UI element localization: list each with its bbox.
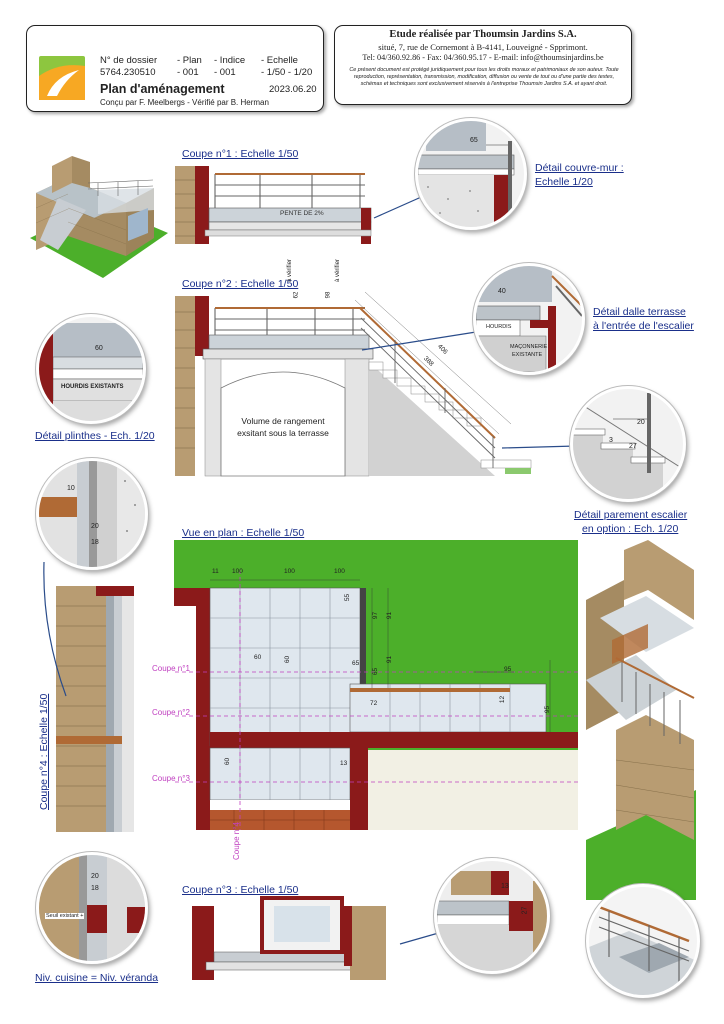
plan-dim-12: 12 xyxy=(499,695,507,704)
echelle-value: - 1/50 - 1/20 xyxy=(261,67,313,78)
coupe4-dim-18: 18 xyxy=(91,539,99,546)
plinthe-hourdis: HOURDIS EXISTANTS xyxy=(61,384,124,390)
title-block: N° de dossier 5764.230510 - Plan - 001 -… xyxy=(26,25,324,112)
company-logo xyxy=(39,56,85,100)
plinthe-dim-60: 60 xyxy=(95,345,103,352)
arrow-coupe3 xyxy=(399,931,443,945)
iso-view-terrace xyxy=(28,138,168,278)
plan-dim-60b: 60 xyxy=(284,655,292,664)
parement-dim-27: 27 xyxy=(629,443,637,450)
parement-dim-3: 3 xyxy=(609,437,613,444)
coupe4-dim-10: 10 xyxy=(67,485,75,492)
plan-dim-91a: 91 xyxy=(386,611,394,620)
company-address: situé, 7, rue de Cornemont à B-4141, Lou… xyxy=(378,42,588,52)
detail-plinthes-title: Détail plinthes - Ech. 1/20 xyxy=(35,430,155,442)
dalle-hourdis: HOURDIS xyxy=(486,324,512,330)
volume-label-1: Volume de rangement xyxy=(241,416,325,426)
coupe2-title: Coupe n°2 : Echelle 1/50 xyxy=(182,278,299,290)
coupe4-title: Coupe n°4 : Echelle 1/50 xyxy=(38,693,50,810)
plan-date: 2023.06.20 xyxy=(269,84,317,95)
niv-cuisine-label: Niv. cuisine = Niv. véranda xyxy=(35,972,159,984)
coupe2-section: Volume de rangement exsitant sous la ter… xyxy=(175,259,535,478)
seuil-label: Seuil existant + xyxy=(45,913,85,919)
plan-dim-60c: 60 xyxy=(224,757,232,766)
coupe-n4-marker: Coupe n°4 xyxy=(232,822,241,860)
plan-dim-97: 97 xyxy=(372,611,380,620)
detail-parement-circle: 20 3 27 xyxy=(570,386,686,502)
detail-railing-circle xyxy=(586,884,700,998)
coupe4-dim-20: 20 xyxy=(91,523,99,530)
detail-couvre-mur-circle: 65 xyxy=(415,118,527,230)
plan-dim-13: 13 xyxy=(340,760,348,767)
couvre-mur-dim: 65 xyxy=(470,137,478,144)
plan-dim-100a: 100 xyxy=(232,568,243,575)
arrow-parement xyxy=(501,445,577,449)
plan-dim-95b: 95 xyxy=(544,705,552,714)
coupe3-section xyxy=(192,896,388,980)
plan-dim-100b: 100 xyxy=(284,568,295,575)
dossier-label: N° de dossier xyxy=(100,55,158,66)
plan-dim-11: 11 xyxy=(212,568,219,575)
plan-authors: Conçu par F. Meelbergs - Vérifié par B. … xyxy=(100,98,269,107)
plan-title: Plan d'aménagement xyxy=(100,82,225,96)
plan-view: 11 100 100 100 55 97 91 91 65 65 60 60 9… xyxy=(174,540,578,830)
detail-parement-title-1: Détail parement escalier xyxy=(574,509,688,521)
dalle-dim-40: 40 xyxy=(498,288,506,295)
plan-dim-65a: 65 xyxy=(352,660,360,667)
coupe2-dim-62: 62 xyxy=(293,291,300,299)
indice-label: - Indice xyxy=(214,55,246,66)
detail-parement-title-2: en option : Ech. 1/20 xyxy=(582,523,679,535)
arrow-coupe4 xyxy=(43,561,67,697)
plan-label: - Plan xyxy=(177,55,202,66)
pente-label: PENTE DE 2% xyxy=(280,210,324,217)
arrow-couvre-mur xyxy=(373,193,429,219)
coupe-n1-marker: Coupe n°1 xyxy=(152,664,190,673)
detail-dalle-circle: 40 HOURDIS MAÇONNERIE EXISTANTE xyxy=(473,263,585,375)
coupe2-verifier-2: à vérifier xyxy=(335,258,341,282)
coupe-n2-marker: Coupe n°2 xyxy=(152,708,190,717)
vue-plan-title: Vue en plan : Echelle 1/50 xyxy=(182,527,305,539)
detail-couvre-mur-title-2: Echelle 1/20 xyxy=(535,176,593,188)
detail-couvre-mur-title-1: Détail couvre-mur : xyxy=(535,162,624,174)
coupe2-dim-98: 98 xyxy=(325,291,332,299)
detail-plinthes-circle: 60 HOURDIS EXISTANTS xyxy=(36,314,146,424)
dossier-value: 5764.230510 xyxy=(100,67,156,78)
coupe3-title: Coupe n°3 : Echelle 1/50 xyxy=(182,884,299,896)
coupe1-title: Coupe n°1 : Echelle 1/50 xyxy=(182,148,299,160)
dalle-maconnerie-2: EXISTANTE xyxy=(512,352,543,358)
niv-dim-20: 20 xyxy=(91,873,99,880)
plan-dim-72: 72 xyxy=(370,700,378,707)
indice-value: - 001 xyxy=(214,67,236,78)
dalle-maconnerie-1: MAÇONNERIE xyxy=(510,344,548,350)
echelle-label: - Echelle xyxy=(261,55,298,66)
detail-coupe4-circle: 10 20 18 xyxy=(36,458,148,570)
detail-dalle-title-1: Détail dalle terrasse xyxy=(593,306,686,318)
c3-dim-13: 13 xyxy=(501,883,509,890)
plan-dim-55: 55 xyxy=(344,593,352,602)
parement-dim-20: 20 xyxy=(637,419,645,426)
coupe-n3-marker: Coupe n°3 xyxy=(152,774,190,783)
detail-dalle-title-2: à l'entrée de l'escalier xyxy=(593,320,694,332)
company-block: Etude réalisée par Thoumsin Jardins S.A.… xyxy=(334,25,632,105)
plan-dim-95a: 95 xyxy=(504,666,512,673)
plan-dim-65b: 65 xyxy=(372,667,380,676)
plan-dim-100c: 100 xyxy=(334,568,345,575)
arrow-dalle xyxy=(361,331,477,351)
coupe4-section xyxy=(56,586,136,832)
iso-view-stairs xyxy=(586,540,696,900)
plan-value: - 001 xyxy=(177,67,199,78)
plan-dim-60a: 60 xyxy=(254,654,262,661)
niv-dim-18: 18 xyxy=(91,885,99,892)
c3-dim-27: 27 xyxy=(521,906,529,915)
company-contact: Tel: 04/360.92.86 - Fax: 04/360.95.17 - … xyxy=(362,53,604,62)
company-legal: Ce présent document est protégé juridiqu… xyxy=(349,67,619,87)
plan-dim-91b: 91 xyxy=(386,655,394,664)
detail-coupe3-circle: 13 27 xyxy=(434,858,550,974)
detail-niveau-circle: 20 18 Seuil existant + xyxy=(36,852,148,964)
company-heading: Etude réalisée par Thoumsin Jardins S.A. xyxy=(389,29,577,40)
volume-label-2: exsitant sous la terrasse xyxy=(237,428,329,438)
coupe2-verifier-1: à vérifier xyxy=(287,258,293,282)
coupe1-section: PENTE DE 2% xyxy=(175,160,375,245)
